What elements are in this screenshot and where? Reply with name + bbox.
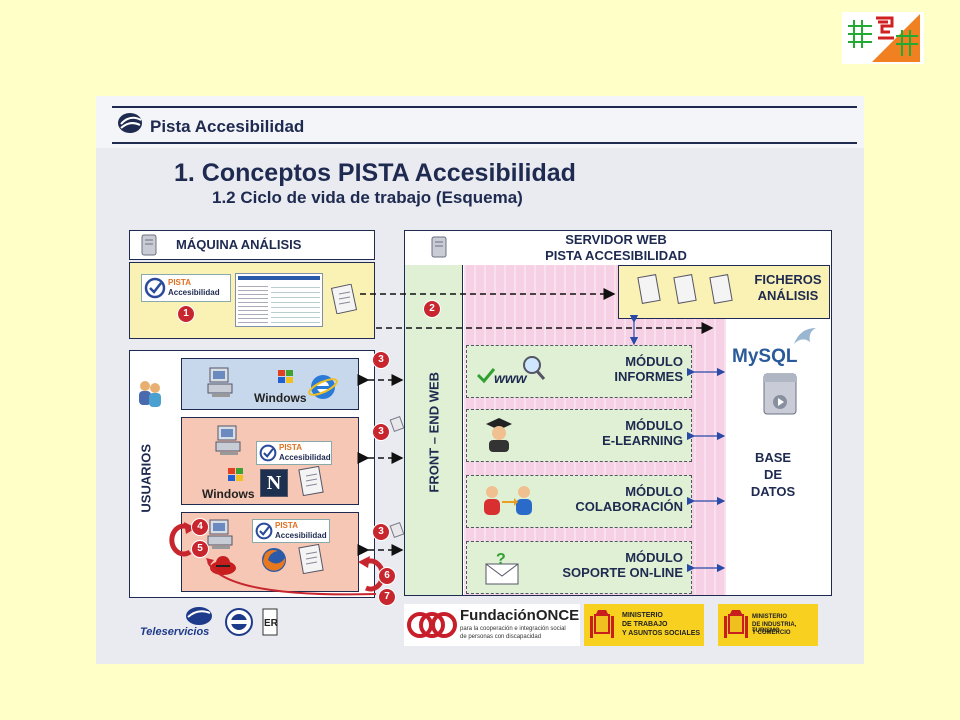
fundacion-name: FundaciónONCE bbox=[460, 607, 580, 624]
web-server-label-line1: SERVIDOR WEB bbox=[565, 232, 667, 247]
mysql-text: MySQL bbox=[732, 346, 798, 367]
document-icon bbox=[330, 283, 358, 319]
module-label-line2: E-LEARNING bbox=[602, 432, 683, 448]
module-label-line2: SOPORTE ON-LINE bbox=[562, 564, 683, 580]
ministry-trabajo-line3: Y ASUNTOS SOCIALES bbox=[622, 630, 701, 637]
pista-logo-word1: PISTA bbox=[275, 521, 298, 530]
graduate-icon bbox=[484, 416, 514, 459]
database-server-icon bbox=[758, 372, 802, 421]
ministry-trabajo-line2: DE TRABAJO bbox=[622, 621, 668, 628]
database-label-line2: DE bbox=[763, 467, 783, 482]
analysis-files-label-line2: ANÁLISIS bbox=[757, 288, 819, 303]
fundacion-once-logo: FundaciónONCE para la cooperación e inte… bbox=[404, 604, 580, 646]
two-people-icon bbox=[480, 482, 536, 523]
svg-text:ER: ER bbox=[264, 618, 278, 629]
files-icons bbox=[636, 272, 746, 313]
step-badge-6: 6 bbox=[378, 567, 396, 585]
pista-logo-word2: Accesibilidad bbox=[275, 531, 327, 540]
header-rule-2 bbox=[112, 142, 857, 144]
pista-logo-card: PISTA Accesibilidad bbox=[256, 441, 332, 465]
frontend-label: FRONT – END WEB bbox=[426, 371, 442, 493]
analysis-machine-label: MÁQUINA ANÁLISIS bbox=[176, 237, 302, 252]
www-magnifier-icon: www bbox=[476, 353, 548, 394]
mysql-logo: MySQL bbox=[732, 346, 797, 368]
module-label-line2: INFORMES bbox=[614, 368, 683, 384]
server-icon bbox=[430, 236, 448, 263]
windows-logo-icon bbox=[206, 466, 248, 493]
envelope-question-icon: ? bbox=[482, 550, 522, 591]
module-label-line1: MÓDULO bbox=[625, 418, 683, 433]
svg-text:?: ? bbox=[496, 551, 506, 568]
cycle-arrow-icon bbox=[168, 522, 196, 563]
slide-photo: Pista Accesibilidad 1. Conceptos PISTA A… bbox=[96, 96, 864, 664]
header-band bbox=[96, 96, 864, 148]
module-label-line1: MÓDULO bbox=[625, 550, 683, 565]
step-badge-3a: 3 bbox=[372, 351, 390, 369]
module-label-line2: COLABORACIÓN bbox=[575, 498, 683, 514]
ie-browser-icon bbox=[308, 372, 338, 407]
step-badge-5: 5 bbox=[191, 540, 209, 558]
page-subtitle: 1.2 Ciclo de vida de trabajo (Esquema) bbox=[212, 188, 523, 207]
pista-logo-card: PISTA Accesibilidad bbox=[252, 519, 330, 543]
pista-logo-word1: PISTA bbox=[279, 443, 302, 452]
brand-logo-icon bbox=[116, 112, 144, 139]
dolphin-icon bbox=[792, 324, 822, 353]
ministry-industria-line1: MINISTERIO bbox=[752, 614, 788, 620]
step-badge-7: 7 bbox=[378, 588, 396, 606]
users-group-icon bbox=[136, 378, 164, 413]
analysis-files-label-line1: FICHEROS bbox=[754, 272, 822, 287]
netscape-icon: N bbox=[260, 469, 288, 497]
step-badge-3c: 3 bbox=[372, 523, 390, 541]
users-label: USUARIOS bbox=[138, 443, 154, 513]
svg-text:www: www bbox=[494, 370, 528, 386]
fundacion-tagline-1: para la cooperación e integración social bbox=[460, 626, 566, 632]
step-badge-4: 4 bbox=[191, 518, 209, 536]
firefox-icon bbox=[260, 546, 288, 579]
frontend-column bbox=[405, 265, 463, 595]
pista-logo-word1: PISTA bbox=[168, 278, 191, 287]
analysis-machine-header bbox=[129, 230, 375, 260]
server-icon bbox=[140, 234, 158, 261]
header-rule bbox=[112, 106, 857, 108]
teleservicios-logo: Teleservicios bbox=[140, 606, 216, 648]
ministry-industria-logo: MINISTERIO DE INDUSTRIA, TURISMO Y COMER… bbox=[718, 604, 818, 646]
netscape-letter: N bbox=[266, 472, 282, 494]
analysis-app-screenshot bbox=[235, 273, 323, 327]
pista-logo-word2: Accesibilidad bbox=[279, 453, 331, 462]
windows-logo-icon bbox=[254, 368, 296, 405]
document-icon bbox=[298, 465, 324, 501]
database-label-line1: BASE bbox=[754, 450, 792, 465]
document-icon bbox=[298, 543, 324, 579]
fundacion-tagline-2: de personas con discapacidad bbox=[460, 634, 542, 640]
ministry-industria-line3: Y COMERCIO bbox=[752, 630, 791, 636]
ministry-industria-line2: DE INDUSTRIA, TURISMO bbox=[752, 622, 797, 634]
pista-logo-word2: Accesibilidad bbox=[168, 288, 220, 297]
ministry-trabajo-line1: MINISTERIO bbox=[622, 612, 663, 619]
step-badge-1: 1 bbox=[177, 305, 195, 323]
computer-icon bbox=[206, 366, 236, 403]
pista-logo-card: PISTA Accesibilidad bbox=[141, 274, 231, 302]
certification-seal-icon bbox=[224, 607, 254, 642]
database-label-line3: DATOS bbox=[750, 484, 796, 499]
step-badge-2: 2 bbox=[423, 300, 441, 318]
computer-icon bbox=[214, 424, 244, 461]
module-label-line1: MÓDULO bbox=[625, 354, 683, 369]
step-badge-3b: 3 bbox=[372, 423, 390, 441]
return-path-line bbox=[206, 558, 386, 609]
page-title: 1. Conceptos PISTA Accesibilidad bbox=[174, 159, 576, 187]
web-server-label-line2: PISTA ACCESIBILIDAD bbox=[545, 248, 687, 263]
computer-icon bbox=[206, 518, 236, 555]
corner-logo bbox=[842, 12, 924, 64]
windows-label: Windows bbox=[202, 487, 255, 501]
windows-label: Windows bbox=[254, 391, 307, 405]
database-column bbox=[726, 320, 830, 594]
module-label-line1: MÓDULO bbox=[625, 484, 683, 499]
ministry-trabajo-logo: MINISTERIO DE TRABAJO Y ASUNTOS SOCIALES bbox=[584, 604, 704, 646]
er-certification-icon: ER bbox=[262, 608, 279, 641]
brand-name: Pista Accesibilidad bbox=[150, 117, 305, 136]
teleservicios-text: Teleservicios bbox=[140, 626, 210, 638]
